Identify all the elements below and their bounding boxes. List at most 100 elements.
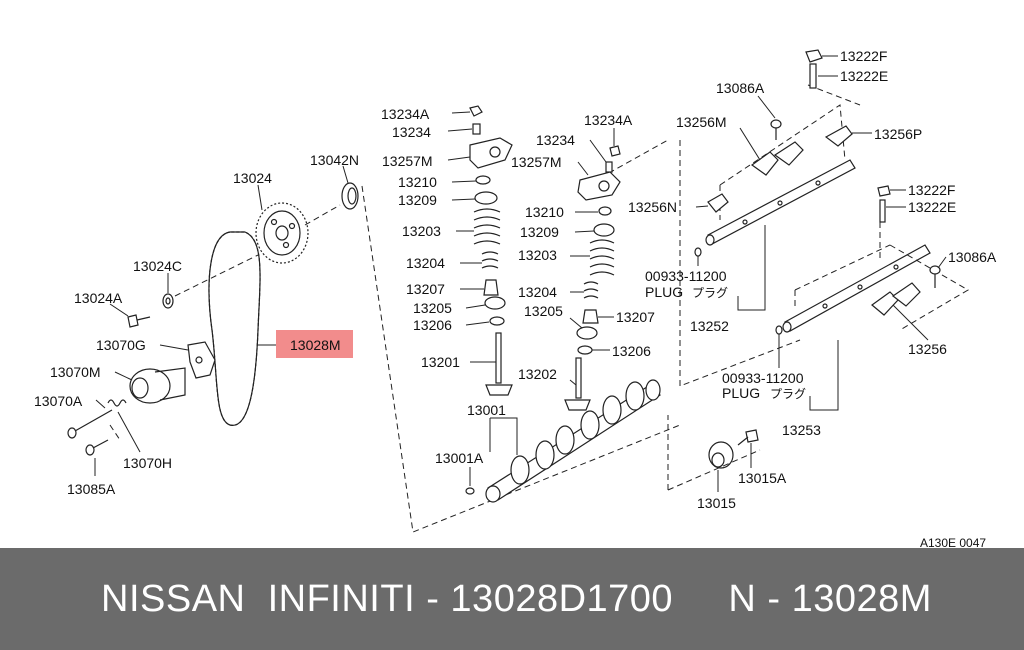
- tensioner-13070G[interactable]: [187, 341, 216, 379]
- label-13205-right[interactable]: 13205: [524, 303, 563, 319]
- retainer-13209-left[interactable]: [474, 191, 498, 205]
- label-13234A-left[interactable]: 13234A: [381, 106, 430, 122]
- bolt-13024A[interactable]: [127, 314, 151, 328]
- label-13015[interactable]: 13015: [697, 495, 736, 511]
- rocker-arms-13256[interactable]: [871, 282, 921, 316]
- label-13206-left[interactable]: 13206: [413, 317, 452, 333]
- label-13024C[interactable]: 13024C: [133, 258, 182, 274]
- retainer-13209-right[interactable]: [593, 223, 615, 237]
- label-13252[interactable]: 13252: [690, 318, 729, 334]
- label-13234-right[interactable]: 13234: [536, 132, 575, 148]
- label-13222F-top[interactable]: 13222F: [840, 48, 887, 64]
- label-13201[interactable]: 13201: [421, 354, 460, 370]
- screw-13234-left[interactable]: [472, 123, 481, 135]
- bolt-13086A-bottom[interactable]: [929, 265, 941, 288]
- label-13222F-bottom[interactable]: 13222F: [908, 182, 955, 198]
- nut-13222F-top[interactable]: [805, 49, 823, 63]
- seal-13207-right[interactable]: [582, 309, 599, 324]
- label-13070A[interactable]: 13070A: [34, 393, 83, 409]
- valve-13202[interactable]: [564, 357, 591, 411]
- bearing-13015[interactable]: [708, 441, 734, 469]
- label-13204-right[interactable]: 13204: [518, 284, 557, 300]
- label-13085A[interactable]: 13085A: [67, 481, 116, 497]
- camshaft-13001[interactable]: [485, 379, 661, 503]
- label-13086A-bottom[interactable]: 13086A: [948, 249, 997, 265]
- seat-13205-right[interactable]: [576, 326, 598, 340]
- label-13204-left[interactable]: 13204: [406, 255, 445, 271]
- spring-13204-right[interactable]: [583, 281, 599, 299]
- label-13210-left[interactable]: 13210: [398, 174, 437, 190]
- rocker-13257M-left[interactable]: [469, 137, 513, 169]
- label-13256P[interactable]: 13256P: [874, 126, 922, 142]
- nut-13234A-right[interactable]: [609, 145, 621, 157]
- bolt-13015A[interactable]: [737, 429, 759, 446]
- label-13205-left[interactable]: 13205: [413, 300, 452, 316]
- bolt-13070A[interactable]: [67, 409, 113, 439]
- cam-sprocket-13024[interactable]: [255, 202, 309, 264]
- label-13203-right[interactable]: 13203: [518, 247, 557, 263]
- label-13207-right[interactable]: 13207: [616, 309, 655, 325]
- nut-13222F-bottom[interactable]: [877, 185, 891, 197]
- label-13210-right[interactable]: 13210: [525, 204, 564, 220]
- bolt-13222E-top[interactable]: [809, 63, 817, 89]
- bolt-13086A-top[interactable]: [770, 119, 782, 140]
- seat-13205-left[interactable]: [484, 296, 506, 310]
- tensioner-pulley-13070M[interactable]: [129, 367, 186, 404]
- nut-13234A-left[interactable]: [469, 105, 483, 117]
- screw-13234-right[interactable]: [605, 161, 613, 173]
- dowel-13001A[interactable]: [465, 487, 475, 495]
- label-13070M[interactable]: 13070M: [50, 364, 101, 380]
- label-13001[interactable]: 13001: [467, 402, 506, 418]
- oil-seal-13042N[interactable]: [341, 182, 359, 210]
- washer-13206-right[interactable]: [577, 345, 593, 355]
- rocker-shaft-13252[interactable]: [705, 159, 856, 246]
- label-00933-top[interactable]: 00933-11200: [645, 268, 727, 284]
- label-13256M[interactable]: 13256M: [676, 114, 727, 130]
- timing-belt-13028M[interactable]: [208, 231, 261, 426]
- label-13207-left[interactable]: 13207: [406, 281, 445, 297]
- label-13001A[interactable]: 13001A: [435, 450, 484, 466]
- plug-00933-bottom[interactable]: [775, 325, 783, 335]
- label-13024A[interactable]: 13024A: [74, 290, 123, 306]
- washer-13206-left[interactable]: [489, 316, 505, 326]
- stud-13085A[interactable]: [85, 439, 109, 456]
- label-13070H[interactable]: 13070H: [123, 455, 172, 471]
- rocker-shaft-13253[interactable]: [782, 244, 931, 333]
- label-13028M[interactable]: 13028M: [290, 337, 341, 353]
- rocker-13257M-right[interactable]: [577, 171, 621, 201]
- label-13256N[interactable]: 13256N: [628, 199, 677, 215]
- rocker-arms-13256M[interactable]: [750, 141, 804, 176]
- bolt-13222E-bottom[interactable]: [879, 199, 886, 223]
- label-00933-bottom[interactable]: 00933-11200: [722, 370, 804, 386]
- label-13070G[interactable]: 13070G: [96, 337, 146, 353]
- label-13202[interactable]: 13202: [518, 366, 557, 382]
- lock-13210-right[interactable]: [598, 206, 612, 216]
- rocker-arm-13256N[interactable]: [707, 193, 729, 213]
- washer-13024C[interactable]: [162, 293, 174, 309]
- valve-13201[interactable]: [485, 332, 513, 396]
- label-13234A-right[interactable]: 13234A: [584, 112, 633, 128]
- spring-13204-left[interactable]: [481, 251, 499, 269]
- label-13086A-top[interactable]: 13086A: [716, 80, 765, 96]
- label-13042N[interactable]: 13042N: [310, 152, 359, 168]
- label-13206-right[interactable]: 13206: [612, 343, 651, 359]
- label-13024[interactable]: 13024: [233, 170, 272, 186]
- label-13209-right[interactable]: 13209: [520, 224, 559, 240]
- label-13015A[interactable]: 13015A: [738, 470, 787, 486]
- label-13222E-bottom[interactable]: 13222E: [908, 199, 956, 215]
- label-13256[interactable]: 13256: [908, 341, 947, 357]
- spring-13203-left[interactable]: [473, 208, 501, 245]
- spring-13070H[interactable]: [107, 399, 127, 407]
- label-13257M-left[interactable]: 13257M: [382, 153, 433, 169]
- seal-13207-left[interactable]: [483, 279, 499, 296]
- label-13257M-right[interactable]: 13257M: [511, 154, 562, 170]
- label-13234-left[interactable]: 13234: [392, 124, 431, 140]
- label-13209-left[interactable]: 13209: [398, 192, 437, 208]
- label-13203-left[interactable]: 13203: [402, 223, 441, 239]
- lock-13210-left[interactable]: [475, 175, 491, 185]
- label-13253[interactable]: 13253: [782, 422, 821, 438]
- spring-13203-right[interactable]: [589, 239, 615, 276]
- label-13222E-top[interactable]: 13222E: [840, 68, 888, 84]
- plug-00933-top[interactable]: [694, 247, 702, 257]
- rocker-arm-13256P[interactable]: [824, 125, 853, 147]
